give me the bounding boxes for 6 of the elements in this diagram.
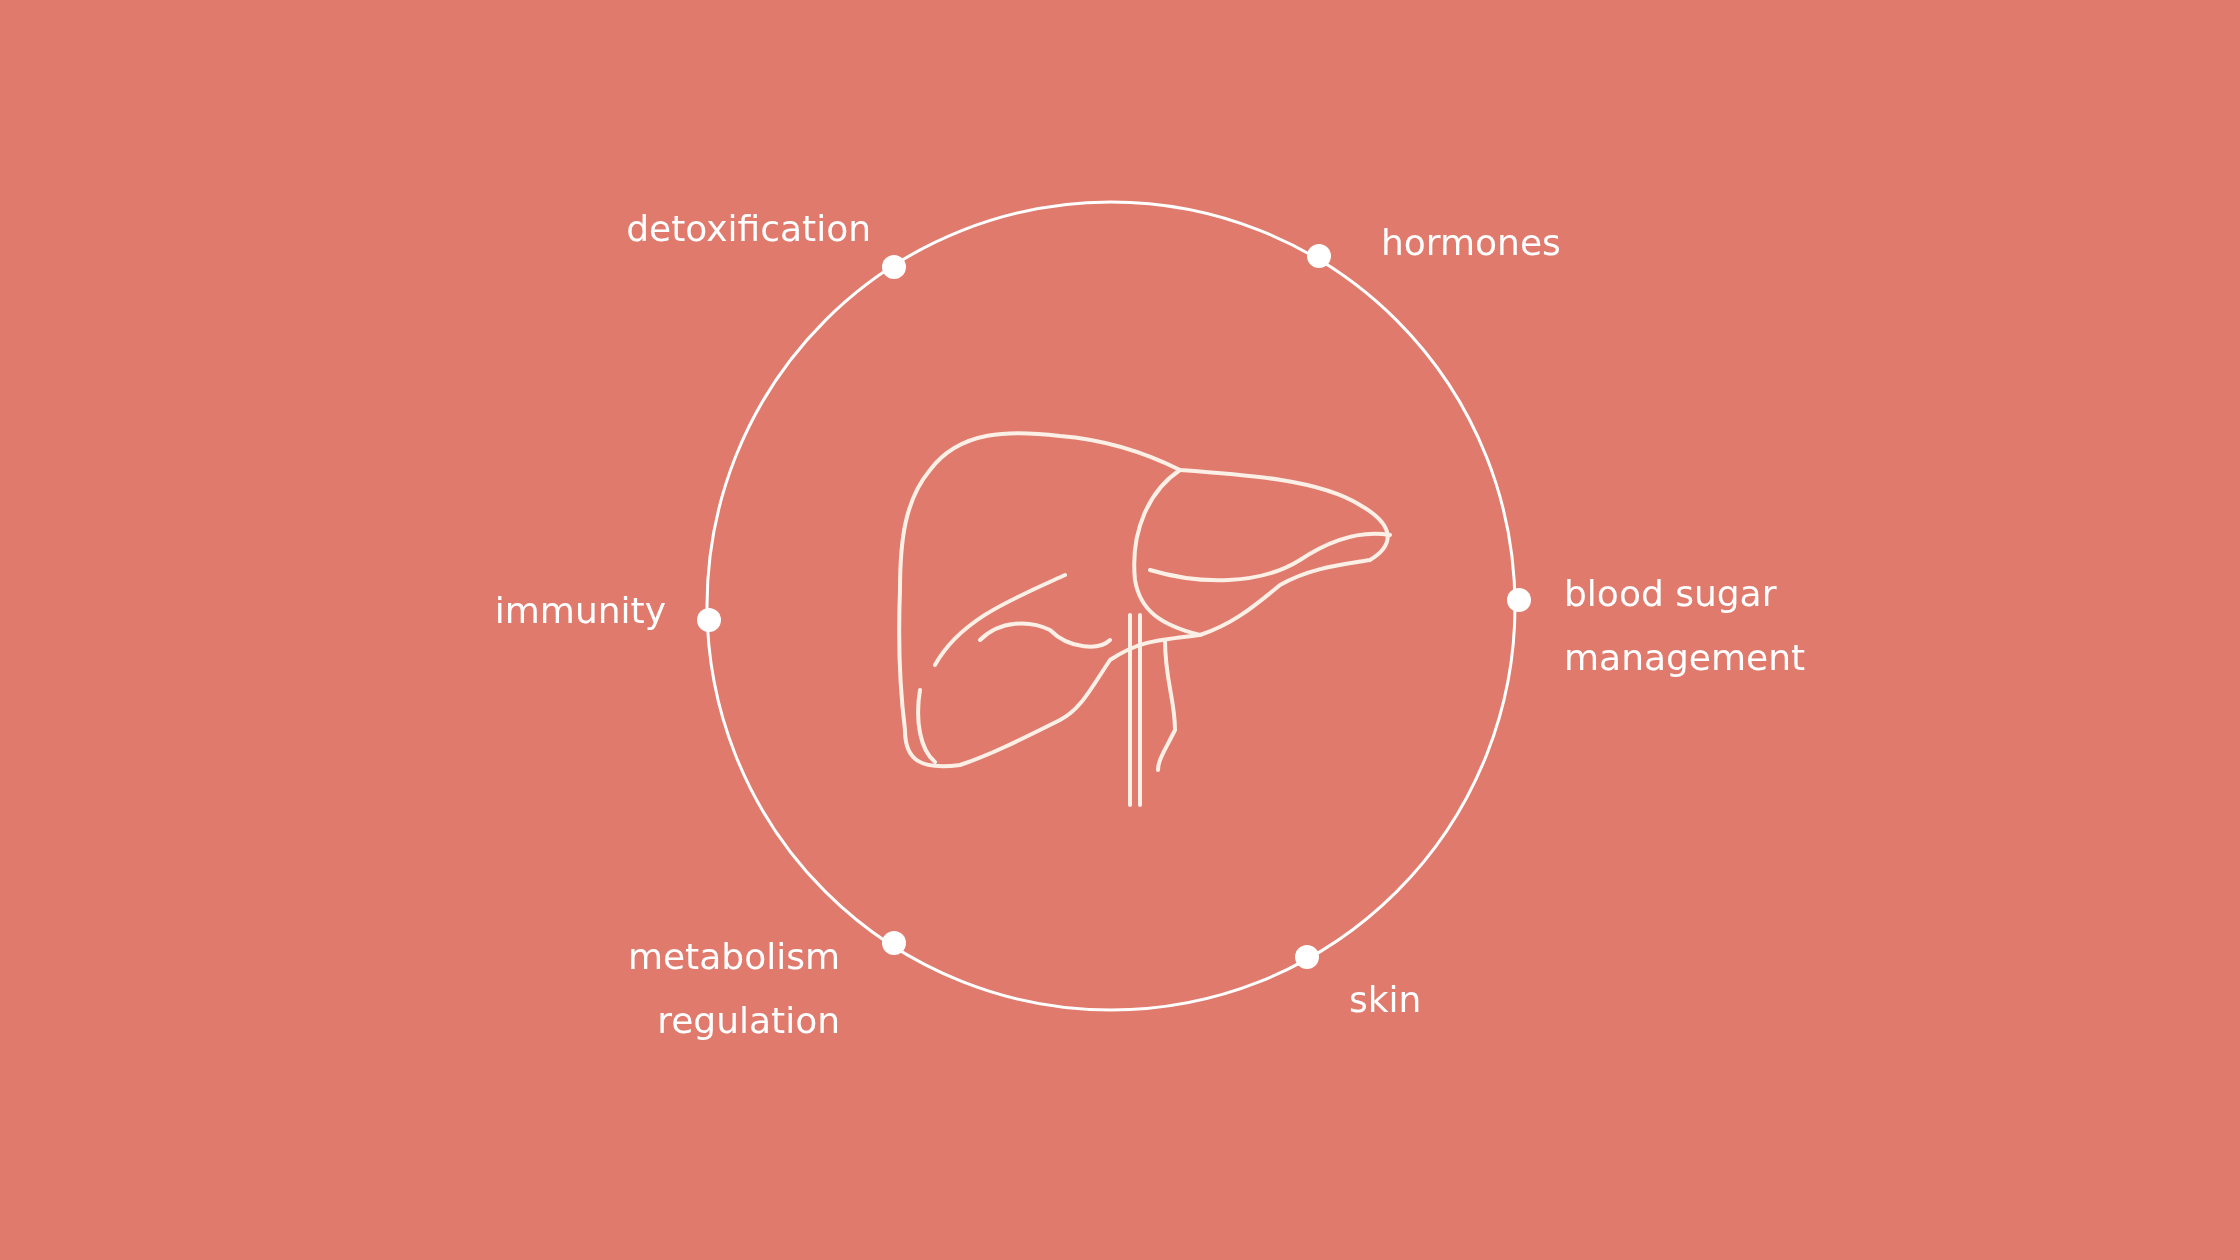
label-text: detoxification	[625, 207, 871, 251]
label-text: immunity	[493, 589, 666, 633]
label-text: metabolism regulation	[626, 935, 840, 1043]
label-text: blood sugar management	[1564, 572, 1807, 680]
label-text: skin	[1349, 978, 1423, 1022]
label-text: hormones	[1381, 221, 1562, 265]
